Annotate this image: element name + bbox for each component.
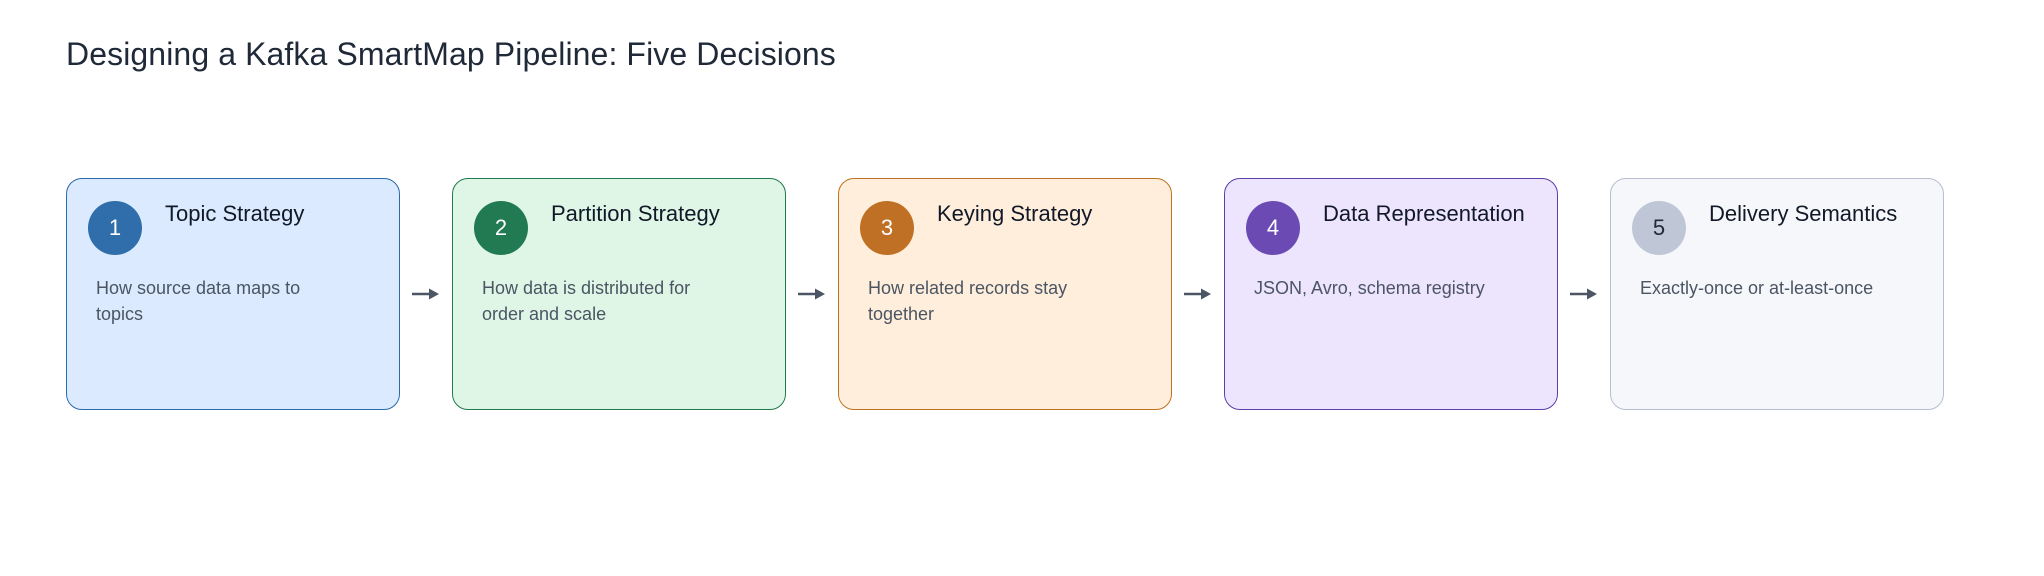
step-description: JSON, Avro, schema registry	[1254, 278, 1485, 298]
step-card-delivery-semantics: 5 Delivery Semantics Exactly-once or at-…	[1610, 178, 1944, 410]
step-description: How related records stay together	[868, 278, 1068, 324]
step-number-badge: 3	[860, 201, 914, 255]
step-title: Keying Strategy	[937, 201, 1093, 226]
step-title: Delivery Semantics	[1709, 201, 1898, 226]
page-title: Designing a Kafka SmartMap Pipeline: Fiv…	[66, 36, 836, 72]
step-description: Exactly-once or at-least-once	[1640, 278, 1874, 298]
step-card-partition-strategy: 2 Partition Strategy How data is distrib…	[452, 178, 786, 410]
step-card-data-representation: 4 Data Representation JSON, Avro, schema…	[1224, 178, 1558, 410]
step-number-badge: 5	[1632, 201, 1686, 255]
step-title: Data Representation	[1323, 201, 1525, 226]
step-description: How data is distributed for order and sc…	[482, 278, 691, 324]
step-number-badge: 4	[1246, 201, 1300, 255]
step-card-topic-strategy: 1 Topic Strategy How source data maps to…	[66, 178, 400, 410]
step-number-badge: 2	[474, 201, 528, 255]
arrow-right-icon	[786, 178, 838, 410]
step-title: Topic Strategy	[165, 201, 305, 226]
step-card-keying-strategy: 3 Keying Strategy How related records st…	[838, 178, 1172, 410]
arrow-right-icon	[1558, 178, 1610, 410]
arrow-right-icon	[400, 178, 452, 410]
step-description: How source data maps to topics	[96, 278, 301, 324]
step-title: Partition Strategy	[551, 201, 720, 226]
arrow-right-icon	[1172, 178, 1224, 410]
step-number-badge: 1	[88, 201, 142, 255]
pipeline-steps: 1 Topic Strategy How source data maps to…	[66, 178, 1944, 410]
